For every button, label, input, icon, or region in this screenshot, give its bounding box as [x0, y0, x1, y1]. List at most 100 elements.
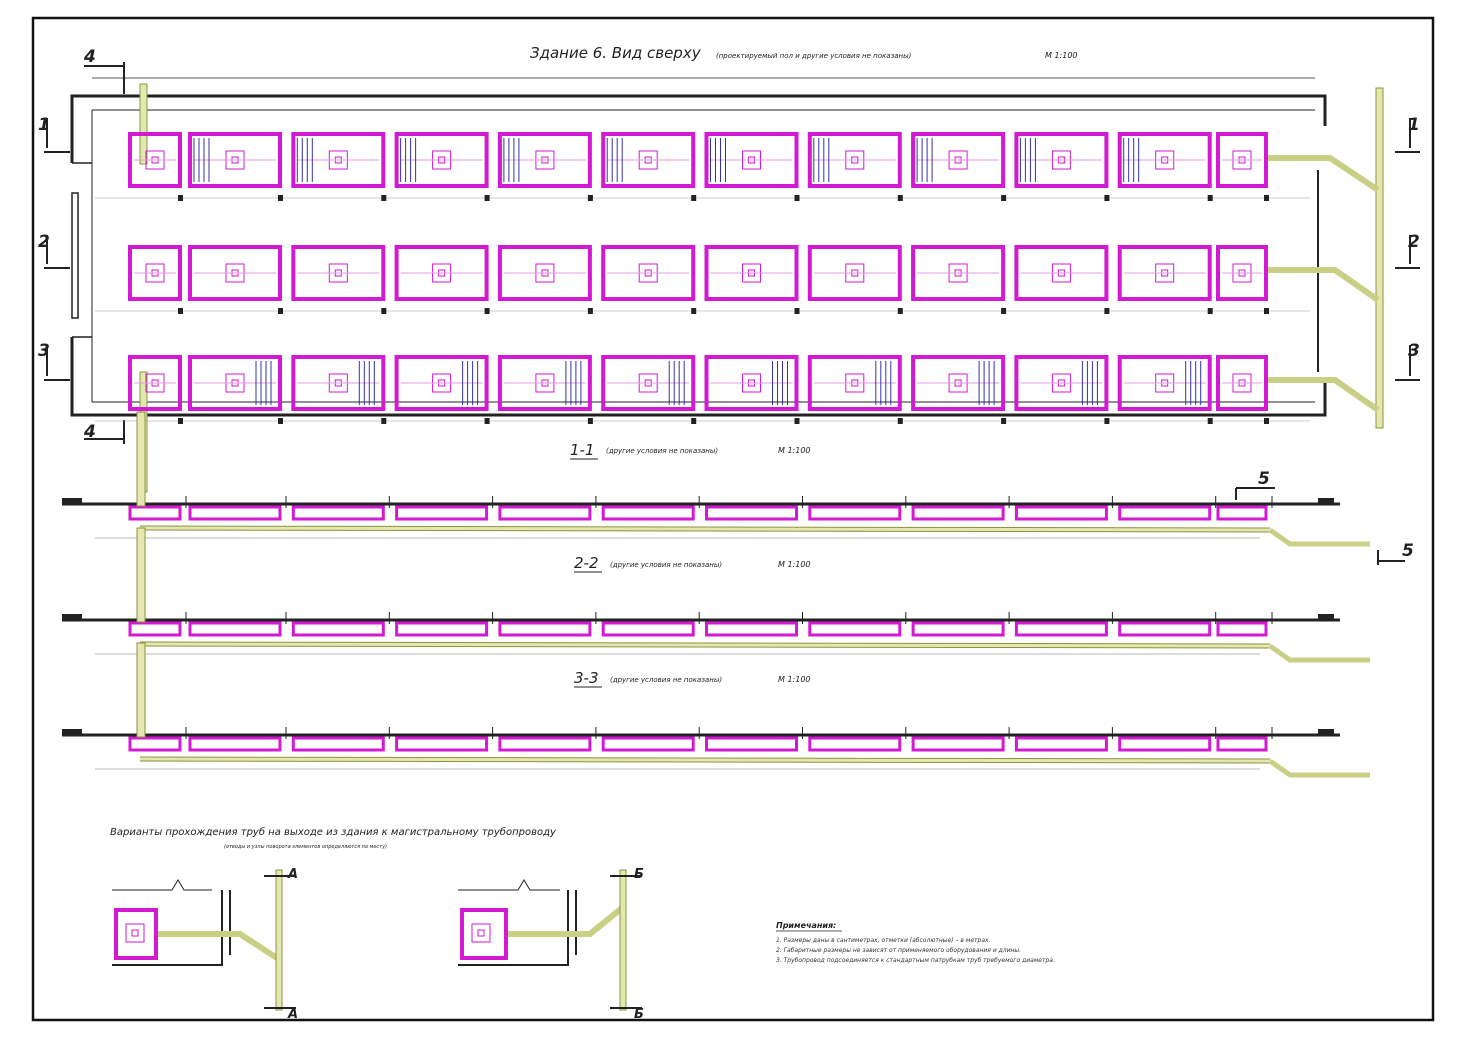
- section-2-note: (другие условия не показаны): [610, 561, 722, 569]
- column-marker: [691, 418, 697, 424]
- section-pen: [188, 736, 282, 752]
- pen-row3-2: [188, 355, 282, 411]
- section-pen: [395, 505, 489, 521]
- section-pen: [911, 736, 1005, 752]
- section-pen: [395, 621, 489, 637]
- section-riser: [136, 411, 146, 507]
- column-marker: [1001, 418, 1007, 424]
- cut-label-5-bottom: 5: [1402, 541, 1414, 561]
- pen-row3-11: [1117, 355, 1212, 411]
- cut-label-2-right: 2: [1408, 232, 1420, 252]
- section-2-title: 2-2: [574, 554, 599, 572]
- column-marker: [587, 308, 593, 314]
- section-pen: [1118, 505, 1212, 521]
- column-marker: [278, 418, 283, 424]
- section-pipe-outlet: [1268, 643, 1370, 663]
- column-marker: [178, 195, 183, 201]
- pen-row1-3: [291, 132, 386, 188]
- column-marker: [381, 308, 387, 314]
- pen-row2-10: [1014, 245, 1109, 301]
- plan-title: Здание 6. Вид сверху: [530, 44, 702, 62]
- cut-marker-5: [1235, 487, 1405, 565]
- section-pen: [498, 505, 592, 521]
- column-marker: [178, 418, 183, 424]
- section-1-title: 1-1: [570, 441, 595, 459]
- column-marker: [1001, 195, 1007, 201]
- cut-marker-4-bottom: [84, 420, 125, 444]
- column-marker: [897, 195, 903, 201]
- pen-row2-4: [394, 245, 489, 301]
- section-end-block: [1318, 498, 1334, 504]
- pipe-riser-left: [139, 83, 148, 165]
- pen-row2-12: [1216, 245, 1268, 301]
- section-pen: [188, 621, 282, 637]
- section-pen: [128, 621, 182, 637]
- pen-row2-11: [1117, 245, 1212, 301]
- pen-grid: [95, 132, 1310, 424]
- cut-label-1-right: 1: [1408, 115, 1420, 135]
- pen-row2-3: [291, 245, 386, 301]
- cut-label-3-right: 3: [1408, 341, 1420, 361]
- pen-row3-4: [394, 355, 489, 411]
- section-3-drawing: [62, 642, 1370, 778]
- variant-a-detail: [112, 869, 296, 1011]
- section-pen: [128, 505, 182, 521]
- section-pen: [808, 505, 902, 521]
- section-pen: [705, 505, 798, 521]
- column-marker: [1104, 308, 1110, 314]
- building-walls: [70, 94, 1327, 417]
- pen-row3-1: [128, 355, 182, 411]
- section-end-block: [62, 614, 82, 620]
- column-marker: [1264, 308, 1269, 314]
- section-pipe-main-fill: [139, 757, 1271, 763]
- section-pen: [1216, 621, 1268, 637]
- pen-row3-6: [601, 355, 696, 411]
- column-marker: [897, 418, 903, 424]
- variants-subtitle: (отводы и узлы поворота элементов опреде…: [224, 844, 387, 850]
- column-marker: [484, 308, 490, 314]
- section-1-note: (другие условия не показаны): [606, 447, 718, 455]
- column-marker: [1207, 418, 1213, 424]
- section-riser: [136, 642, 146, 738]
- note-1: 1. Размеры даны в сантиметрах, отметки (…: [776, 937, 991, 944]
- cut-marker-4-top: [84, 62, 125, 94]
- section-pen: [601, 505, 695, 521]
- section-pen: [705, 736, 798, 752]
- pen-row1-11: [1117, 132, 1212, 188]
- note-2: 2. Габаритные размеры не зависят от прим…: [776, 947, 1021, 954]
- cut-label-2-left: 2: [38, 232, 50, 252]
- section-pen: [128, 736, 182, 752]
- cut-label-4-top: 4: [83, 47, 96, 67]
- section-pen: [808, 621, 902, 637]
- section-pen: [601, 736, 695, 752]
- variant-b-cut-label-bottom: Б: [634, 1007, 644, 1022]
- pipe-main-right: [1375, 87, 1384, 429]
- section-end-block: [1318, 614, 1334, 620]
- pen-row3-10: [1014, 355, 1109, 411]
- pen-row1-5: [497, 132, 592, 188]
- column-marker: [1264, 418, 1269, 424]
- section-pen: [291, 621, 385, 637]
- section-2-scale: М 1:100: [778, 560, 811, 569]
- section-end-block: [1318, 729, 1334, 735]
- pen-row3-5: [497, 355, 592, 411]
- section-pen: [1014, 736, 1108, 752]
- plan-subtitle: (проектируемый пол и другие условия не п…: [716, 52, 912, 60]
- section-pen: [1216, 505, 1268, 521]
- pen-row2-2: [188, 245, 282, 301]
- section-1-scale: М 1:100: [778, 446, 811, 455]
- variant-b-detail: [458, 869, 642, 1011]
- section-pen: [498, 621, 592, 637]
- column-marker: [381, 418, 387, 424]
- pen-row2-6: [601, 245, 696, 301]
- section-end-block: [62, 498, 82, 504]
- note-3: 3. Трубопровод подсоединяется к стандарт…: [776, 957, 1055, 964]
- column-marker: [794, 195, 800, 201]
- pen-row3-12: [1216, 355, 1268, 411]
- cut-label-5-top: 5: [1258, 469, 1270, 489]
- column-marker: [1104, 195, 1110, 201]
- section-pen: [911, 621, 1005, 637]
- column-marker: [587, 195, 593, 201]
- cut-marker-3-right: [1395, 345, 1420, 381]
